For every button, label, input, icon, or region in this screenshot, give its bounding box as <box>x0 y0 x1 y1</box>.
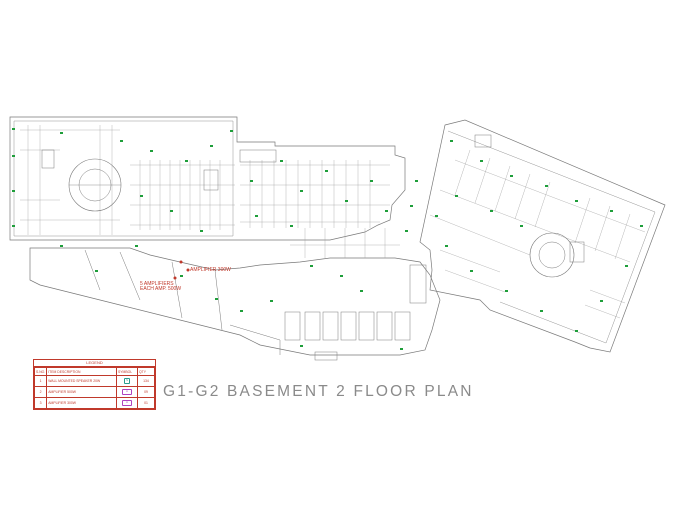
legend-row: 1 WALL MOUNTED SPEAKER 20W S 134 <box>33 375 155 387</box>
amplifier-group-line1: 5 AMPLIFIERS <box>140 281 174 287</box>
legend-row-desc: WALL MOUNTED SPEAKER 20W <box>46 375 117 387</box>
legend-header-symbol: SYMBOL <box>116 367 138 376</box>
speaker-marks <box>12 128 643 350</box>
legend-header-desc: ITEM DESCRIPTION <box>46 367 117 376</box>
amplifier-group-line2: EACH AMP. 500W <box>140 286 182 292</box>
legend-row-desc: AMPLIFIER 500W <box>46 386 117 398</box>
ramp-right <box>529 232 575 278</box>
legend-header-qty: QTY <box>137 367 155 376</box>
amplifier-symbol-icon: A <box>122 389 132 395</box>
amplifier-300w-note: AMPLIFIER 300W <box>190 268 231 273</box>
amplifier-300w-label: AMPLIFIER 300W <box>190 267 231 273</box>
legend-title: LEGEND <box>34 360 155 367</box>
amplifier-group-note: 5 AMPLIFIERS EACH AMP. 500W <box>140 282 181 292</box>
speaker-symbol-icon: S <box>124 378 130 384</box>
legend-row-desc: AMPLIFIER 300W <box>46 397 117 409</box>
legend-row-qty: 01 <box>137 397 155 409</box>
legend-row: 3 AMPLIFIER 300W A 01 <box>33 397 155 409</box>
drawing-title: G1-G2 BASEMENT 2 FLOOR PLAN <box>163 383 474 400</box>
legend-row-qty: 09 <box>137 386 155 398</box>
amplifier-symbol-icon: A <box>122 400 132 406</box>
legend-row-qty: 134 <box>137 375 155 387</box>
legend-header-no: S.NO. <box>33 367 48 376</box>
legend-row-no: 3 <box>33 397 48 409</box>
legend-row-no: 1 <box>33 375 48 387</box>
legend-table: LEGEND S.NO. ITEM DESCRIPTION SYMBOL QTY… <box>33 359 156 410</box>
legend-row: 2 AMPLIFIER 500W A 09 <box>33 386 155 398</box>
legend-row-no: 2 <box>33 386 48 398</box>
legend-grid: S.NO. ITEM DESCRIPTION SYMBOL QTY 1 WALL… <box>33 367 155 409</box>
right-block-outline <box>419 119 666 353</box>
lower-wing-outline <box>29 247 441 356</box>
left-block-outline <box>9 116 406 241</box>
legend-header-row: S.NO. ITEM DESCRIPTION SYMBOL QTY <box>33 367 155 376</box>
